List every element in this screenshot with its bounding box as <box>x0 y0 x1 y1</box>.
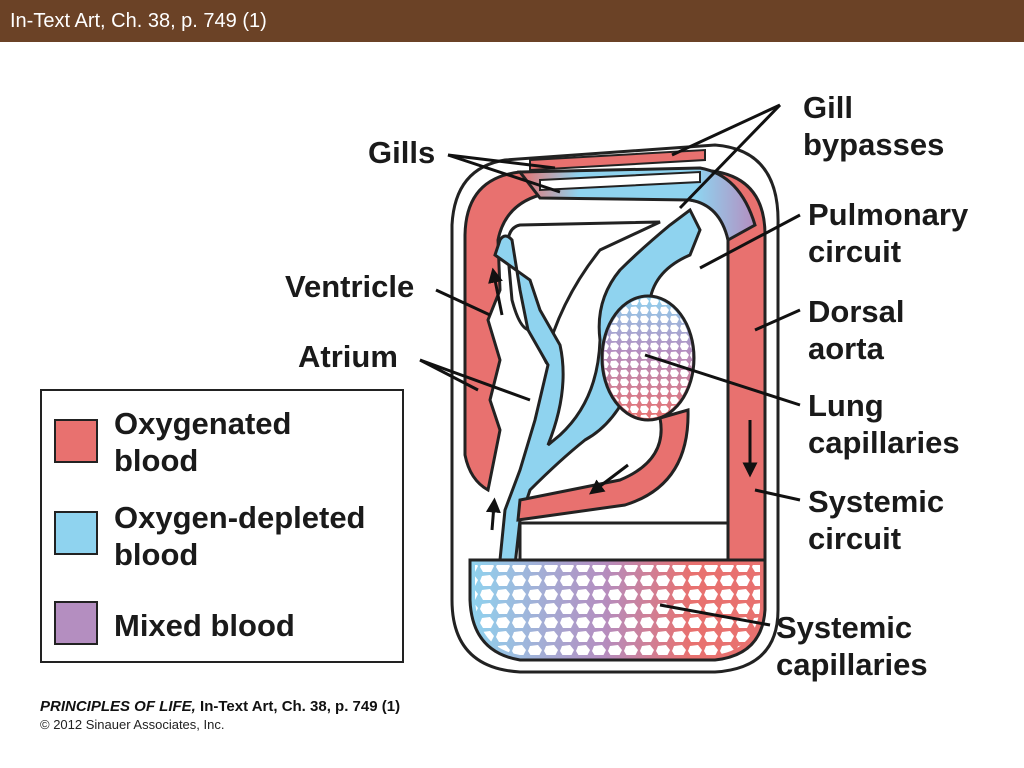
title-bar: In-Text Art, Ch. 38, p. 749 (1) <box>0 0 1024 42</box>
label-lung-capillaries: Lung capillaries <box>808 388 960 460</box>
footer-citation: PRINCIPLES OF LIFE, In-Text Art, Ch. 38,… <box>40 698 400 715</box>
label-systemic-circuit: Systemic circuit <box>808 484 945 556</box>
label-dorsal-aorta: Dorsal aorta <box>808 294 905 366</box>
gill-bypass-tube <box>529 148 706 172</box>
flow-arrow <box>485 497 501 531</box>
legend-label-mixed: Mixed blood <box>114 608 295 643</box>
leader-lines <box>419 103 801 627</box>
label-gills: Gills <box>368 135 436 170</box>
legend-swatch-oxygenated <box>54 419 98 463</box>
footer-copyright: © 2012 Sinauer Associates, Inc. <box>40 717 225 732</box>
flow-arrow <box>589 463 629 495</box>
left-oxygenated-vessel <box>463 170 543 493</box>
label-systemic-capillaries: Systemic capillaries <box>776 610 928 682</box>
legend-swatch-mixed <box>54 601 98 645</box>
footer-book-title: PRINCIPLES OF LIFE, <box>40 698 196 715</box>
flow-arrow <box>488 267 504 316</box>
label-atrium: Atrium <box>298 339 398 374</box>
legend: Oxygenated blood Oxygen-depleted blood M… <box>40 389 404 663</box>
pulmonary-return-vessel <box>516 408 690 522</box>
footer-reference: In-Text Art, Ch. 38, p. 749 (1) <box>195 698 401 715</box>
label-gill-bypasses: Gill bypasses <box>803 90 945 162</box>
legend-label-oxygenated: Oxygenated blood <box>114 406 292 478</box>
slide-title: In-Text Art, Ch. 38, p. 749 (1) <box>10 10 267 32</box>
legend-label-depleted: Oxygen-depleted blood <box>114 500 366 572</box>
systemic-window <box>518 521 730 565</box>
legend-swatch-depleted <box>54 511 98 555</box>
label-pulmonary-circuit: Pulmonary circuit <box>808 197 969 269</box>
label-ventricle: Ventricle <box>285 269 415 304</box>
